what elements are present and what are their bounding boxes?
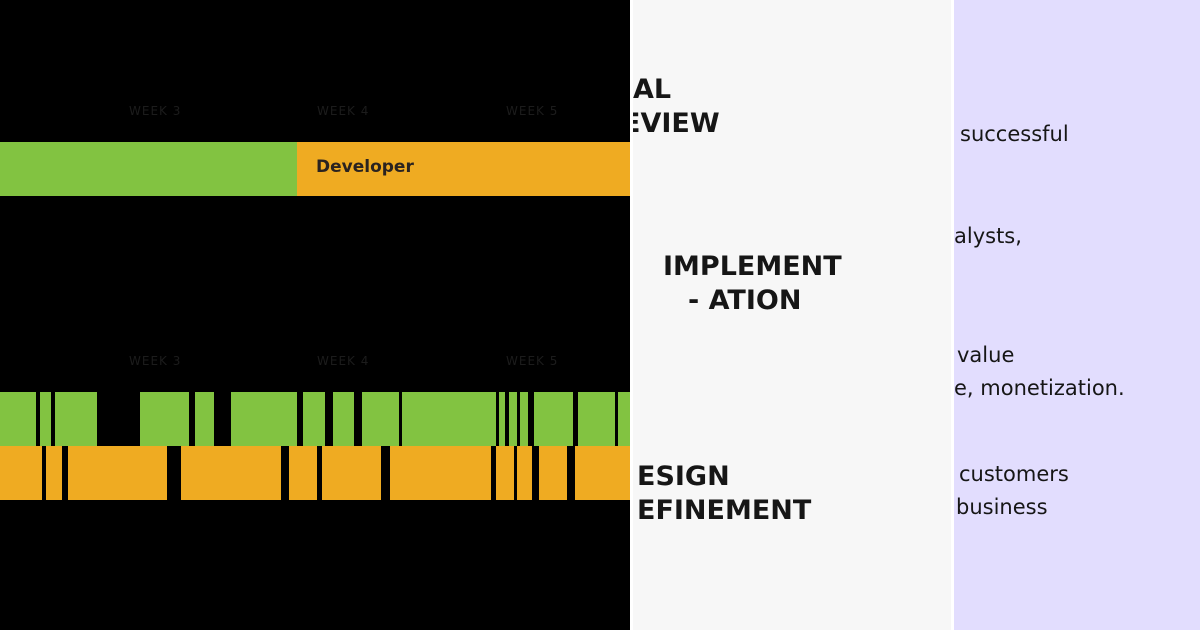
green-segment bbox=[55, 392, 97, 446]
refinement-line-1: ESIGN bbox=[637, 461, 730, 492]
review-line-2: EVIEW bbox=[633, 108, 720, 139]
orange-segment bbox=[496, 446, 514, 500]
green-segment bbox=[402, 392, 496, 446]
text-line-6: business bbox=[956, 495, 1048, 519]
green-segment bbox=[40, 392, 51, 446]
green-segment bbox=[509, 392, 517, 446]
orange-segment bbox=[289, 446, 317, 500]
implementation-phase-title: IMPLEMENT - ATION bbox=[663, 250, 842, 318]
week-5-label-top: WEEK 5 bbox=[506, 104, 559, 118]
green-segment bbox=[520, 392, 528, 446]
orange-segment bbox=[68, 446, 167, 500]
orange-segment bbox=[181, 446, 281, 500]
green-segment bbox=[195, 392, 214, 446]
week-5-label-bottom: WEEK 5 bbox=[506, 354, 559, 368]
refinement-line-2: EFINEMENT bbox=[637, 495, 812, 526]
orange-segment bbox=[322, 446, 381, 500]
text-line-5: customers bbox=[959, 462, 1069, 486]
orange-segment bbox=[575, 446, 630, 500]
implementation-line-2: - ATION bbox=[688, 285, 802, 316]
orange-segment bbox=[539, 446, 567, 500]
developer-label: Developer bbox=[316, 157, 414, 177]
green-segment bbox=[534, 392, 573, 446]
green-segment bbox=[578, 392, 615, 446]
refinement-phase-title: ESIGN EFINEMENT bbox=[633, 460, 811, 528]
green-bar-top bbox=[0, 142, 297, 196]
orange-segment bbox=[0, 446, 42, 500]
panel-divider-left bbox=[630, 0, 633, 630]
timeline-panel: WEEK 3 WEEK 4 WEEK 5 Developer WEEK 3 WE… bbox=[0, 0, 630, 630]
implementation-line-1: IMPLEMENT bbox=[663, 251, 842, 282]
developer-bar bbox=[297, 142, 630, 196]
green-segment bbox=[333, 392, 354, 446]
hatched-circle-icon bbox=[633, 279, 662, 359]
panel-divider-right bbox=[951, 0, 954, 630]
green-segment bbox=[231, 392, 297, 446]
text-line-1: successful bbox=[960, 122, 1069, 146]
week-3-label-top: WEEK 3 bbox=[129, 104, 182, 118]
green-segment bbox=[499, 392, 505, 446]
text-line-2: alysts, bbox=[954, 224, 1022, 248]
text-line-3: value bbox=[957, 343, 1015, 367]
orange-segment bbox=[390, 446, 491, 500]
green-segment bbox=[303, 392, 325, 446]
review-line-1: AL bbox=[633, 74, 672, 105]
description-panel: successful alysts, value e, monetization… bbox=[954, 0, 1200, 630]
week-4-label-bottom: WEEK 4 bbox=[317, 354, 370, 368]
week-3-label-bottom: WEEK 3 bbox=[129, 354, 182, 368]
orange-segment bbox=[517, 446, 532, 500]
text-line-4: e, monetization. bbox=[954, 376, 1125, 400]
green-segment bbox=[0, 392, 36, 446]
orange-segment bbox=[46, 446, 62, 500]
week-4-label-top: WEEK 4 bbox=[317, 104, 370, 118]
green-segment bbox=[618, 392, 630, 446]
green-segment bbox=[140, 392, 189, 446]
review-phase-title: AL EVIEW bbox=[633, 73, 720, 141]
phases-panel: AL EVIEW IMPLEMENT - ATION bbox=[633, 0, 951, 630]
green-segment bbox=[362, 392, 399, 446]
